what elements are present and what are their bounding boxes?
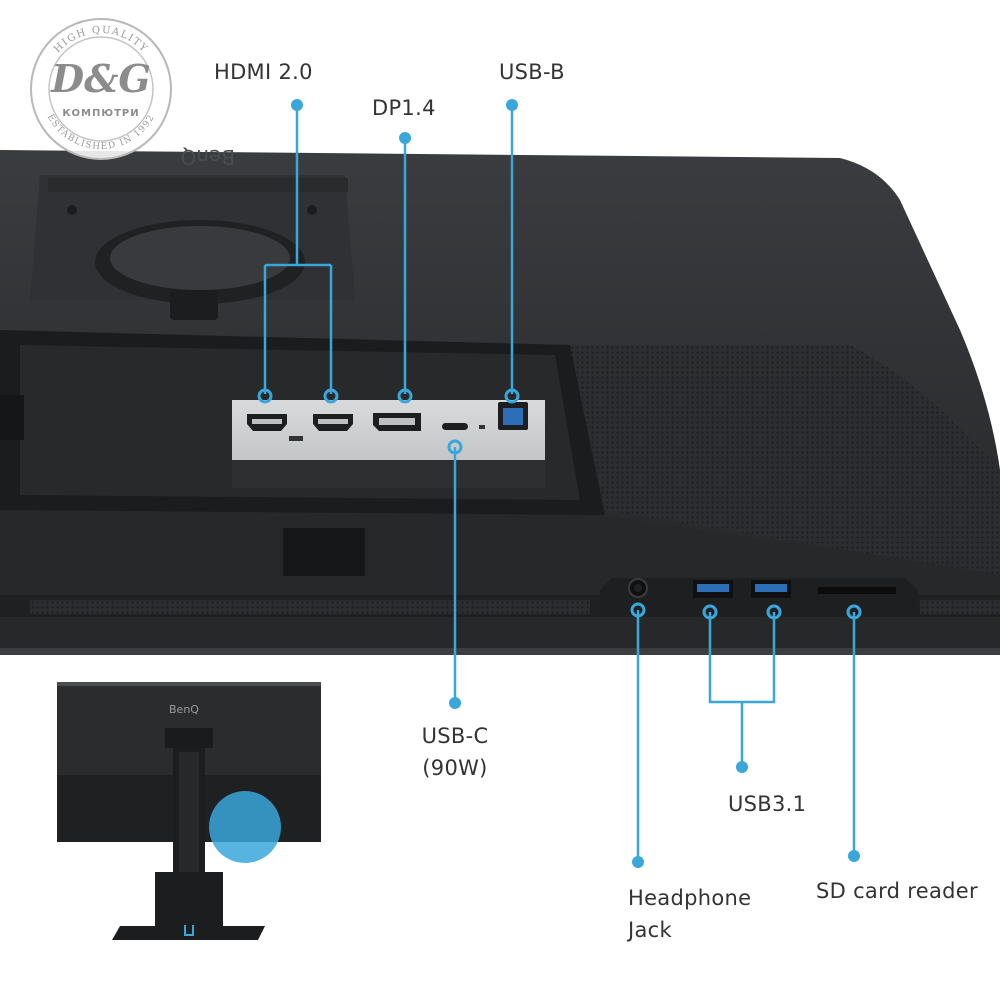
hdmi-port-1 <box>247 414 287 431</box>
sd-label: SD card reader <box>816 879 978 903</box>
usb-b-dot <box>506 99 518 111</box>
usb-c-label-line2: (90W) <box>422 756 488 780</box>
usb-c-label-line1: USB-C <box>421 724 489 748</box>
callout-dots <box>291 99 860 868</box>
hdmi-leader <box>263 105 333 394</box>
displayport-port <box>373 413 421 431</box>
headphone-label-line2: Jack <box>628 918 672 942</box>
dg-watermark-logo: HIGH QUALITY ESTABLISHED IN 1992 D&G КОМ… <box>28 16 174 162</box>
port-target-rings <box>257 388 862 620</box>
headphone-dot <box>632 856 644 868</box>
headphone-label-line1: Headphone <box>628 886 752 910</box>
thumbnail-brand: BenQ <box>169 703 199 716</box>
usb31-leader <box>708 612 776 767</box>
dp-dot <box>399 132 411 144</box>
watermark-sub: КОМПЮТРИ <box>62 108 140 119</box>
hdmi-label: HDMI 2.0 <box>214 60 313 84</box>
usb-c-port <box>442 423 485 430</box>
side-port-cluster <box>600 578 918 615</box>
usb31-label: USB3.1 <box>728 792 807 816</box>
monitor-brand: BenQ <box>181 145 235 169</box>
sd-dot <box>848 850 860 862</box>
hdmi-port-2 <box>313 414 353 431</box>
hdmi-dot <box>291 99 303 111</box>
stand-mount <box>30 175 355 320</box>
monitor-thumbnail: BenQ <box>57 682 321 940</box>
usb-c-dot <box>449 697 461 709</box>
dp-label: DP1.4 <box>372 96 436 120</box>
thumbnail-highlight <box>209 791 281 863</box>
headphone-label: Headphone Jack <box>628 882 751 946</box>
usb31-port-1 <box>693 580 733 598</box>
usb31-dot <box>736 761 748 773</box>
callout-lines <box>263 105 856 862</box>
usb31-port-2 <box>751 580 791 598</box>
usb-b-port <box>498 402 528 430</box>
watermark-brand: D&G <box>51 56 151 101</box>
usb-b-label: USB-B <box>499 60 565 84</box>
usb-c-label: USB-C (90W) <box>422 720 489 784</box>
watermark-seal: HIGH QUALITY ESTABLISHED IN 1992 <box>30 18 172 160</box>
sd-card-slot <box>818 587 896 594</box>
connector-panel <box>232 400 545 488</box>
